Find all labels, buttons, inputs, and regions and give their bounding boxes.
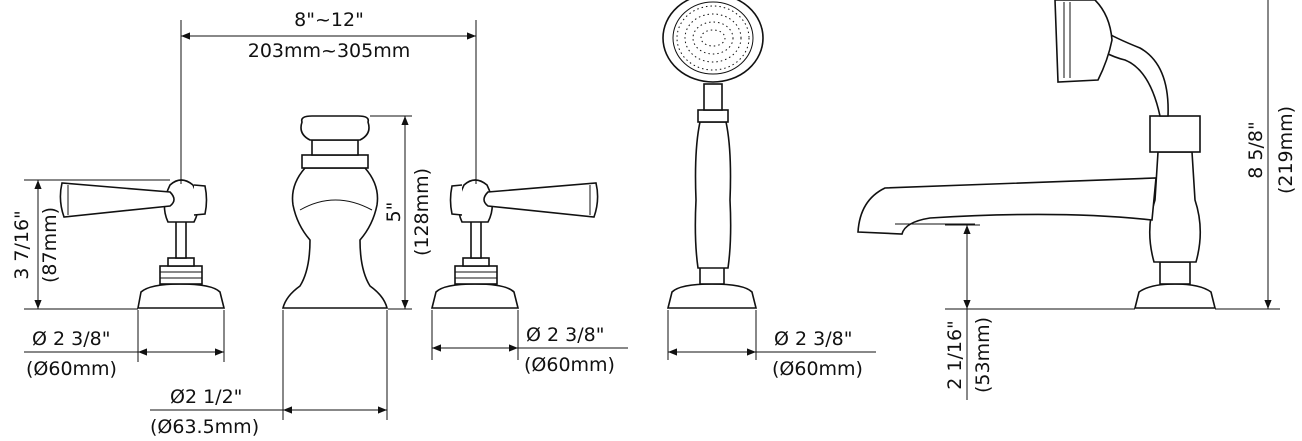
left-base-mm-label: (Ø60mm) xyxy=(26,358,117,380)
handle-height-inch-label: 3 7/16" xyxy=(11,210,33,280)
spout-height-inch-label: 5" xyxy=(383,202,405,223)
handshower-front xyxy=(662,0,764,309)
total-height-inch-label: 8 5/8" xyxy=(1245,121,1267,178)
right-handle-valve xyxy=(430,179,599,309)
spout-base-mm-label: (Ø63.5mm) xyxy=(150,416,259,438)
spread-mm-label: 203mm~305mm xyxy=(248,40,410,62)
left-handle-valve xyxy=(59,179,226,309)
spout-height-mm-label: (128mm) xyxy=(411,168,433,256)
spout-base-inch-label: Ø2 1/2" xyxy=(170,386,242,408)
dimension-lines xyxy=(24,0,1280,420)
side-view-assembly xyxy=(857,0,1217,309)
handshower-base-mm-label: (Ø60mm) xyxy=(772,358,863,380)
spread-inch-label: 8"~12" xyxy=(294,9,364,31)
spout-clearance-inch-label: 2 1/16" xyxy=(944,320,966,390)
left-base-inch-label: Ø 2 3/8" xyxy=(32,328,110,350)
spout-clearance-mm-label: (53mm) xyxy=(972,317,994,393)
center-spout-body xyxy=(281,115,389,309)
right-base-inch-label: Ø 2 3/8" xyxy=(526,324,604,346)
right-base-mm-label: (Ø60mm) xyxy=(524,354,615,376)
handshower-base-inch-label: Ø 2 3/8" xyxy=(774,328,852,350)
handle-height-mm-label: (87mm) xyxy=(39,207,61,283)
total-height-mm-label: (219mm) xyxy=(1275,106,1297,194)
